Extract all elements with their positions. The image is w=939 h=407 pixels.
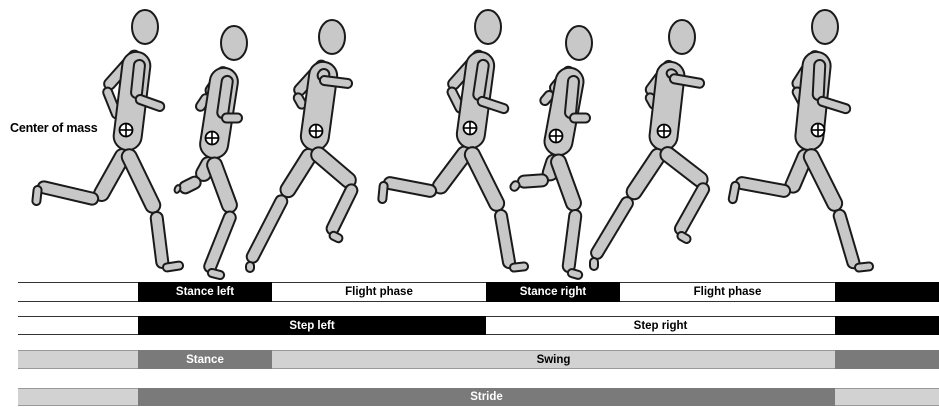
head — [221, 26, 247, 60]
front-upper-arm — [813, 60, 826, 101]
phase-blank-start — [18, 282, 138, 302]
front-foot — [567, 268, 583, 280]
leg-blank-start — [18, 350, 138, 369]
step-row: Step left Step right — [0, 316, 939, 335]
front-foot — [328, 230, 344, 243]
front-shin — [150, 211, 169, 268]
runner-figure-2 — [174, 26, 247, 280]
phase-flight-2: Flight phase — [620, 282, 835, 302]
front-foot — [207, 268, 225, 280]
back-shin — [245, 193, 290, 264]
back-foot — [174, 184, 182, 193]
step-end — [835, 316, 939, 335]
back-shin — [518, 174, 549, 188]
center-of-mass-marker — [310, 125, 323, 138]
runner-sequence — [0, 0, 939, 285]
head — [812, 10, 838, 44]
leg-end — [835, 350, 939, 369]
front-foot — [676, 231, 692, 245]
back-shin — [37, 180, 100, 206]
center-of-mass-marker — [550, 130, 563, 143]
front-thigh — [549, 152, 583, 212]
front-foot — [855, 262, 874, 272]
leg-swing: Swing — [272, 350, 835, 369]
runner-figure-4 — [378, 10, 528, 272]
front-thigh — [462, 145, 506, 214]
phase-end — [835, 282, 939, 302]
runner-figure-5 — [509, 26, 592, 280]
back-foot — [378, 182, 388, 204]
front-shin — [202, 210, 237, 274]
head — [475, 10, 501, 44]
front-forearm — [222, 114, 242, 123]
runner-figure-6 — [589, 20, 711, 270]
phase-stance-left: Stance left — [138, 282, 272, 302]
front-shin — [562, 209, 582, 273]
runner-figure-7 — [728, 10, 873, 272]
front-thigh — [205, 155, 239, 214]
step-right: Step right — [486, 316, 835, 335]
phase-flight-1: Flight phase — [272, 282, 486, 302]
front-thigh — [801, 147, 844, 214]
front-shin — [325, 182, 360, 236]
leg-phase-row: Stance Swing — [0, 350, 939, 369]
center-of-mass-marker — [120, 124, 133, 137]
stride-bar: Stride — [138, 388, 835, 406]
step-blank-start — [18, 316, 138, 335]
front-thigh — [119, 147, 163, 216]
front-foot — [162, 261, 183, 272]
front-forearm — [570, 114, 590, 123]
front-foot — [510, 262, 529, 272]
back-foot — [32, 186, 42, 206]
center-of-mass-marker — [464, 122, 477, 135]
center-of-mass-marker — [658, 125, 671, 138]
center-of-mass-marker — [812, 124, 825, 137]
front-shin — [832, 208, 861, 269]
stride-row: Stride — [0, 388, 939, 406]
head — [566, 26, 592, 60]
head — [319, 20, 345, 54]
step-left: Step left — [138, 316, 486, 335]
back-foot — [246, 262, 254, 272]
center-of-mass-marker — [206, 132, 219, 145]
back-shin — [735, 176, 791, 198]
back-foot — [728, 181, 740, 203]
head — [669, 20, 695, 54]
leg-stance: Stance — [138, 350, 272, 369]
phase-stance-right: Stance right — [486, 282, 620, 302]
stride-blank-start — [18, 388, 138, 406]
phase-row: Stance left Flight phase Stance right Fl… — [0, 282, 939, 302]
back-shin — [589, 195, 635, 261]
front-shin — [673, 181, 711, 237]
stride-blank-end — [835, 388, 939, 406]
head — [132, 10, 158, 44]
center-of-mass-label: Center of mass — [10, 121, 98, 135]
back-shin — [177, 175, 202, 196]
back-foot — [590, 258, 598, 270]
runner-figure-1 — [32, 10, 184, 272]
front-shin — [494, 209, 516, 269]
back-shin — [383, 176, 437, 198]
runner-figure-3 — [245, 20, 360, 272]
